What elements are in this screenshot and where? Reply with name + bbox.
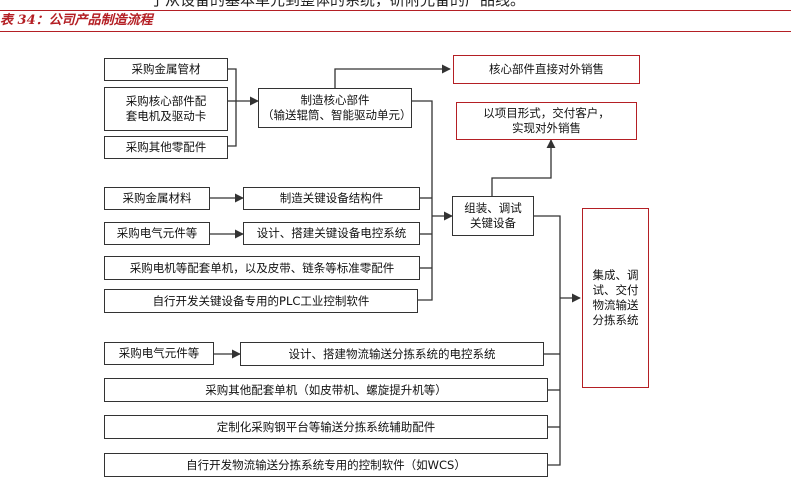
- box-metal-pipe: 采购金属管材: [104, 58, 228, 81]
- box-direct-sales: 核心部件直接对外销售: [453, 55, 640, 84]
- arrow-to-project-sales: [491, 139, 556, 196]
- box-electrical-control: 设计、搭建关键设备电控系统: [243, 222, 420, 245]
- figure-title: 表 34：公司产品制造流程: [0, 13, 153, 28]
- box-electrical-1: 采购电气元件等: [104, 222, 210, 245]
- bracket-group1: [228, 68, 237, 147]
- box-project-sales: 以项目形式，交付客户， 实现对外销售: [456, 102, 637, 140]
- bracket-assemble-right: [412, 100, 433, 301]
- box-metal-material: 采购金属材料: [104, 187, 210, 210]
- box-structure: 制造关键设备结构件: [243, 187, 420, 210]
- box-other-units: 采购其他配套单机（如皮带机、螺旋提升机等）: [104, 378, 548, 402]
- top-body-text: 了从设备的基本单元到整体的系统，研附允备的产品线。: [150, 0, 526, 9]
- box-core-parts: 采购核心部件配 套电机及驱动卡: [104, 87, 228, 131]
- box-assemble: 组装、调试 关键设备: [452, 196, 534, 236]
- bracket-integration: [534, 215, 561, 466]
- box-plc-software: 自行开发关键设备专用的PLC工业控制软件: [104, 289, 418, 313]
- box-steel-platform: 定制化采购钢平台等输送分拣系统辅助配件: [104, 415, 548, 439]
- box-other-parts: 采购其他零配件: [104, 136, 228, 159]
- box-wcs-software: 自行开发物流输送分拣系统专用的控制软件（如WCS）: [104, 453, 548, 477]
- title-bar: [0, 10, 791, 32]
- box-motor-etc: 采购电机等配套单机，以及皮带、链条等标准零配件: [104, 256, 420, 280]
- box-integration: 集成、调 试、交付 物流输送 分拣系统: [582, 208, 649, 388]
- box-sorting-control: 设计、搭建物流输送分拣系统的电控系统: [240, 342, 544, 366]
- arrow-to-direct-sales: [334, 64, 451, 90]
- box-core-components: 制造核心部件 （输送辊筒、智能驱动单元）: [258, 88, 412, 128]
- box-electrical-2: 采购电气元件等: [104, 342, 214, 365]
